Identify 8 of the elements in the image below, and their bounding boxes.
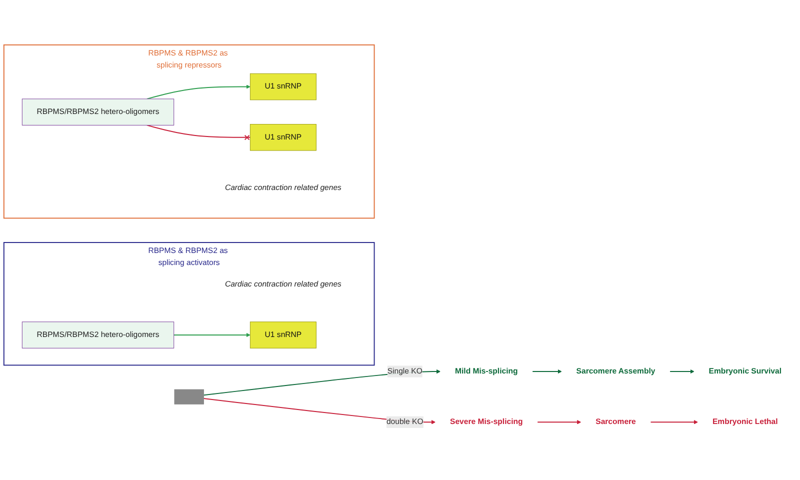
arrow [532, 369, 562, 374]
arrow [173, 332, 250, 338]
arrow [669, 369, 694, 374]
arrow [536, 420, 582, 424]
connector [146, 124, 251, 140]
arrow [650, 420, 698, 424]
arrow [146, 84, 250, 100]
node-bar [174, 389, 204, 404]
